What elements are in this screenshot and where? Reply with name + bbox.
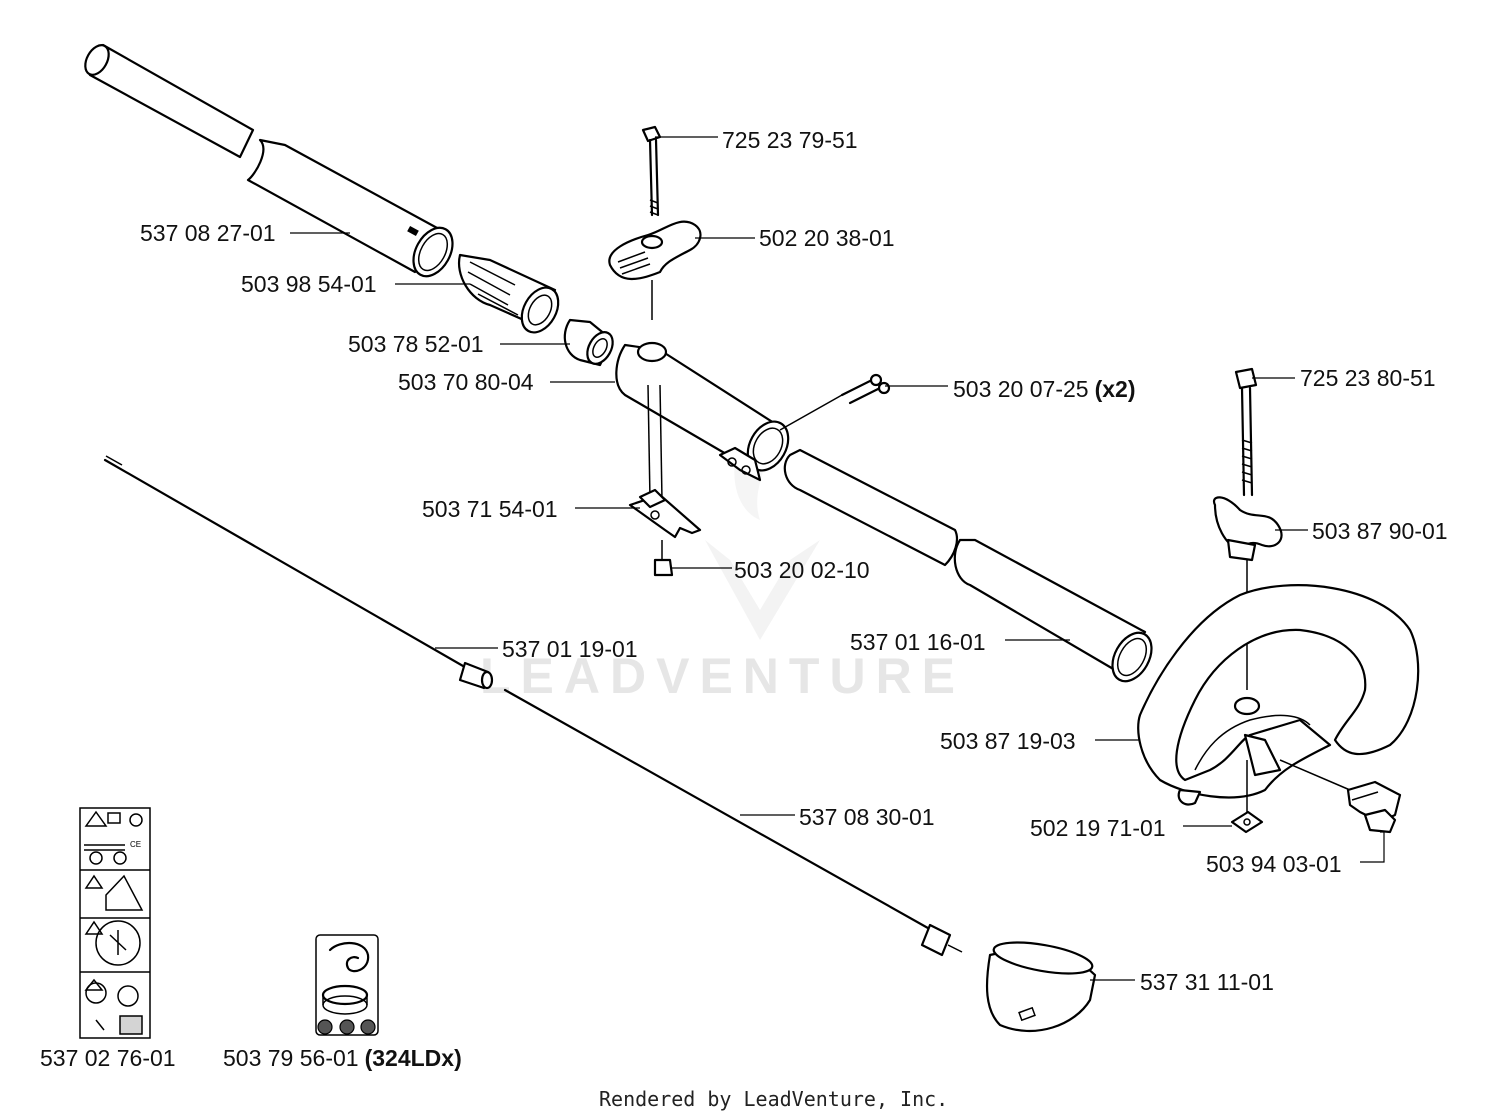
label-537-01-16-01: 537 01 16-01: [850, 629, 986, 655]
clamp-plate[interactable]: [628, 488, 702, 539]
label-503-70-80-04: 503 70 80-04: [398, 369, 534, 395]
small-bushing[interactable]: [563, 318, 618, 368]
leader-lines: [290, 136, 1385, 981]
safety-decal-set[interactable]: CE: [79, 807, 151, 1039]
throttle-cable-clip[interactable]: [1279, 759, 1402, 834]
trimmer-head-decal[interactable]: [315, 934, 379, 1036]
housing-screws[interactable]: [779, 373, 891, 431]
label-725-23-79-51: 725 23 79-51: [722, 127, 858, 153]
label-537-01-19-01: 537 01 19-01: [502, 636, 638, 662]
footer-credit: Rendered by LeadVenture, Inc.: [599, 1087, 948, 1111]
flex-shaft[interactable]: [503, 688, 963, 957]
quantity: (x2): [1095, 376, 1136, 402]
model: (324LDx): [365, 1045, 462, 1071]
label-503-98-54-01: 503 98 54-01: [241, 271, 377, 297]
label-503-79-56-01: 503 79 56-01(324LDx): [223, 1045, 462, 1071]
label-725-23-80-51: 725 23 80-51: [1300, 365, 1436, 391]
drive-shaft[interactable]: [103, 455, 494, 690]
label-537-08-27-01: 537 08 27-01: [140, 220, 276, 246]
shaft-bushing[interactable]: [457, 253, 566, 339]
label-503-71-54-01: 503 71 54-01: [422, 496, 558, 522]
handle-knob[interactable]: [1212, 496, 1283, 690]
part-number: 503 20 07-25: [953, 376, 1089, 402]
label-537-31-11-01: 537 31 11-01: [1140, 969, 1274, 995]
clamp-bolt[interactable]: [641, 125, 662, 217]
clamp-screw[interactable]: [653, 540, 674, 577]
label-503-20-02-10: 503 20 02-10: [734, 557, 870, 583]
label-503-87-19-03: 503 87 19-03: [940, 728, 1076, 754]
upper-shaft-tube[interactable]: [80, 41, 460, 283]
lower-shaft-tube[interactable]: [783, 448, 1160, 688]
bearing-guard-cup[interactable]: [985, 937, 1097, 1033]
label-503-20-07-25: 503 20 07-25(x2): [953, 376, 1135, 402]
label-502-19-71-01: 502 19 71-01: [1030, 815, 1166, 841]
coupling-housing[interactable]: [615, 341, 796, 501]
loop-handle[interactable]: [1137, 584, 1420, 806]
square-washer[interactable]: [1230, 760, 1264, 834]
label-503-94-03-01: 503 94 03-01: [1206, 851, 1342, 877]
label-537-02-76-01: 537 02 76-01: [40, 1045, 176, 1071]
label-537-08-30-01: 537 08 30-01: [799, 804, 935, 830]
label-503-78-52-01: 503 78 52-01: [348, 331, 484, 357]
handle-bolt[interactable]: [1234, 367, 1258, 497]
wing-knob[interactable]: [608, 220, 702, 320]
svg-text:CE: CE: [130, 840, 141, 849]
watermark-text: LEADVENTURE: [480, 648, 965, 704]
label-503-87-90-01: 503 87 90-01: [1312, 518, 1448, 544]
part-number: 503 79 56-01: [223, 1045, 359, 1071]
label-502-20-38-01: 502 20 38-01: [759, 225, 895, 251]
